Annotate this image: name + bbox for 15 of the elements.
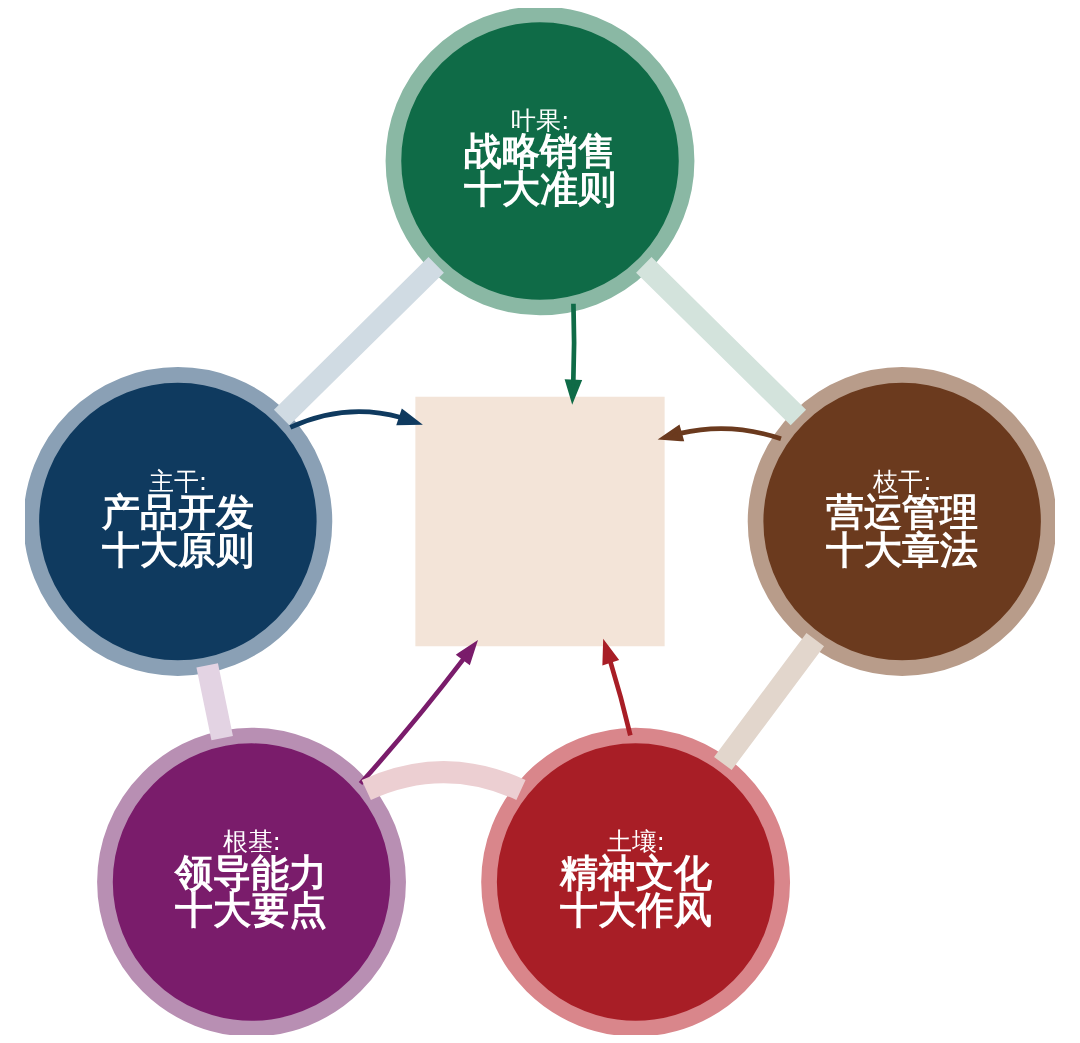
arrow: [602, 638, 633, 736]
connector: [273, 257, 444, 426]
node-circle: 土壤: 精神文化十大作风: [481, 727, 791, 1035]
node-circle: 叶果: 战略销售十大准则: [385, 8, 695, 316]
node-circle: 主干: 产品开发十大原则: [25, 367, 333, 676]
arrow: [564, 303, 583, 405]
node-box: [415, 396, 665, 647]
arrow: [289, 408, 423, 430]
node-circle: 根基: 领导能力十大要点: [97, 727, 406, 1035]
arrow: [358, 639, 478, 786]
connector: [714, 633, 825, 771]
connector: [636, 257, 807, 426]
connector: [362, 761, 526, 801]
node-circle: 枝干: 营运管理十大章法: [747, 367, 1055, 676]
arrow: [657, 424, 782, 442]
